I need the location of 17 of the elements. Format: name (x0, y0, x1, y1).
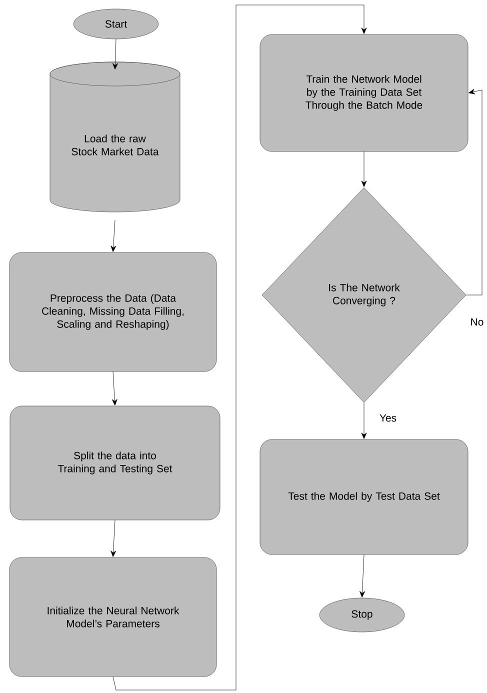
process-box: Split the data into Training and Testing Set (10, 406, 220, 520)
arrow (361, 152, 367, 187)
arrow (110, 220, 116, 252)
arrow (360, 554, 366, 598)
arrow (112, 372, 118, 406)
edge-label: No (469, 317, 485, 327)
arrow (112, 4, 367, 690)
database-cylinder: Load the raw Stock Market Data (50, 62, 180, 212)
arrow (112, 38, 118, 70)
process-box: Test the Model by Test Data Set (260, 439, 468, 555)
process-box: Initialize the Neural Network Model’s Parameters (9, 557, 217, 677)
process-box: Preprocess the Data (Data Cleaning, Missing Data Filling, Scaling and Reshaping) (9, 252, 217, 372)
arrow (466, 88, 482, 296)
arrow (361, 402, 367, 439)
process-box: Train the Network Model by the Training Data Set Through the Batch Mode (260, 34, 468, 152)
arrow (110, 520, 116, 557)
edge-label: Yes (378, 413, 398, 423)
